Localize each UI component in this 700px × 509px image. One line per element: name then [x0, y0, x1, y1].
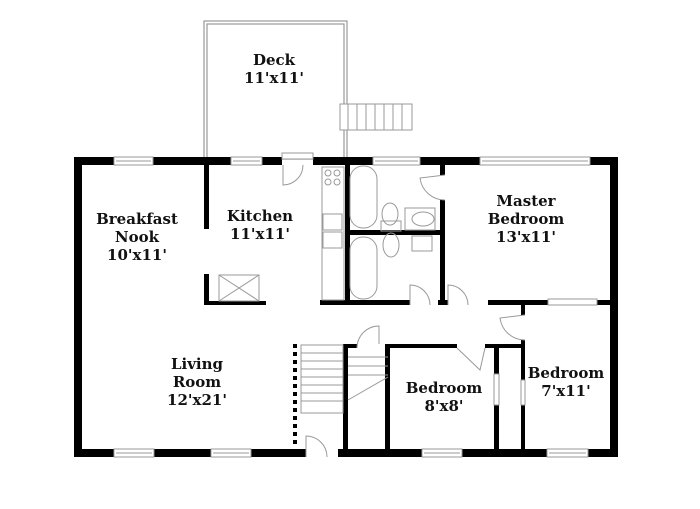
windows: [113, 156, 591, 458]
room-label-kitchen: Kitchen 11'x11': [227, 207, 293, 243]
room-name: Deck: [252, 51, 296, 69]
room-dims: 11'x11': [230, 225, 290, 243]
room-name: Kitchen: [226, 207, 294, 225]
kitchen-fixtures: [218, 166, 345, 302]
bathroom-fixtures: [349, 165, 436, 300]
room-dims: 12'x21': [167, 391, 227, 409]
room-label-deck: Deck 11'x11': [244, 51, 304, 87]
room-name-line2: Room: [172, 373, 222, 391]
room-name-line2: Nook: [114, 228, 160, 246]
room-label-master-bedroom: Master Bedroom 13'x11': [488, 192, 565, 246]
deck-stairs: [339, 103, 413, 131]
exterior-walls: [74, 157, 618, 457]
room-name: Bedroom: [527, 364, 605, 382]
room-dims: 11'x11': [244, 69, 304, 87]
room-name-line1: Living: [170, 355, 224, 373]
room-label-living-room: Living Room 12'x21': [167, 355, 227, 409]
deck-outline: [203, 20, 348, 160]
room-name-line2: Bedroom: [487, 210, 565, 228]
room-name-line1: Master: [496, 192, 556, 210]
room-label-bedroom-8x8: Bedroom 8'x8': [406, 379, 483, 415]
room-name-line1: Breakfast: [96, 210, 178, 228]
room-dims: 10'x11': [107, 246, 167, 264]
room-dims: 7'x11': [541, 382, 591, 400]
room-dims: 13'x11': [496, 228, 556, 246]
room-label-bedroom-7x11: Bedroom 7'x11': [528, 364, 605, 400]
interior-walls: [204, 165, 610, 452]
doors: [281, 152, 598, 458]
room-name: Bedroom: [405, 379, 483, 397]
interior-stairs: [300, 344, 389, 414]
stair-railing: [293, 344, 297, 444]
room-dims: 8'x8': [424, 397, 464, 415]
room-label-breakfast-nook: Breakfast Nook 10'x11': [96, 210, 178, 264]
